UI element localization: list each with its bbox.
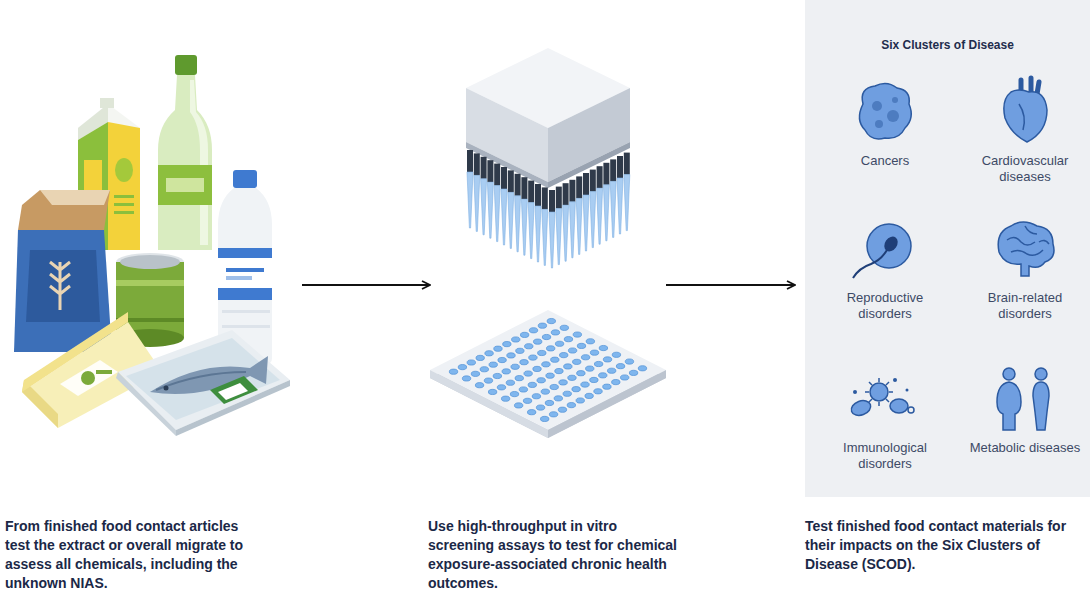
disease-panel: Six Clusters of Disease [805,0,1090,497]
step-caption: Use high-throughput in vitro screening a… [428,517,678,593]
flow-arrow [666,284,795,286]
metabolic-icon [997,368,1049,430]
reproductive-icon [853,224,911,278]
immune-icon [849,378,914,418]
well-plate [430,310,666,438]
pipette-head [466,48,630,268]
heart-icon [1004,78,1047,142]
disease-label: Brain-related disorders [969,290,1081,322]
brain-icon [998,222,1054,276]
step-caption: Test finished food contact materials for… [805,517,1067,574]
disease-label: Reproductive disorders [829,290,941,322]
panel-title: Six Clusters of Disease [805,38,1090,52]
disease-label: Metabolic diseases [969,440,1081,456]
disease-label: Cardiovascular diseases [969,153,1081,185]
flow-arrow [302,284,430,286]
disease-label: Cancers [823,153,947,169]
step-caption: From finished food contact articles test… [5,517,255,593]
cancer-icon [859,83,911,139]
food-packages [14,55,290,436]
disease-label: Immunological disorders [829,440,941,472]
